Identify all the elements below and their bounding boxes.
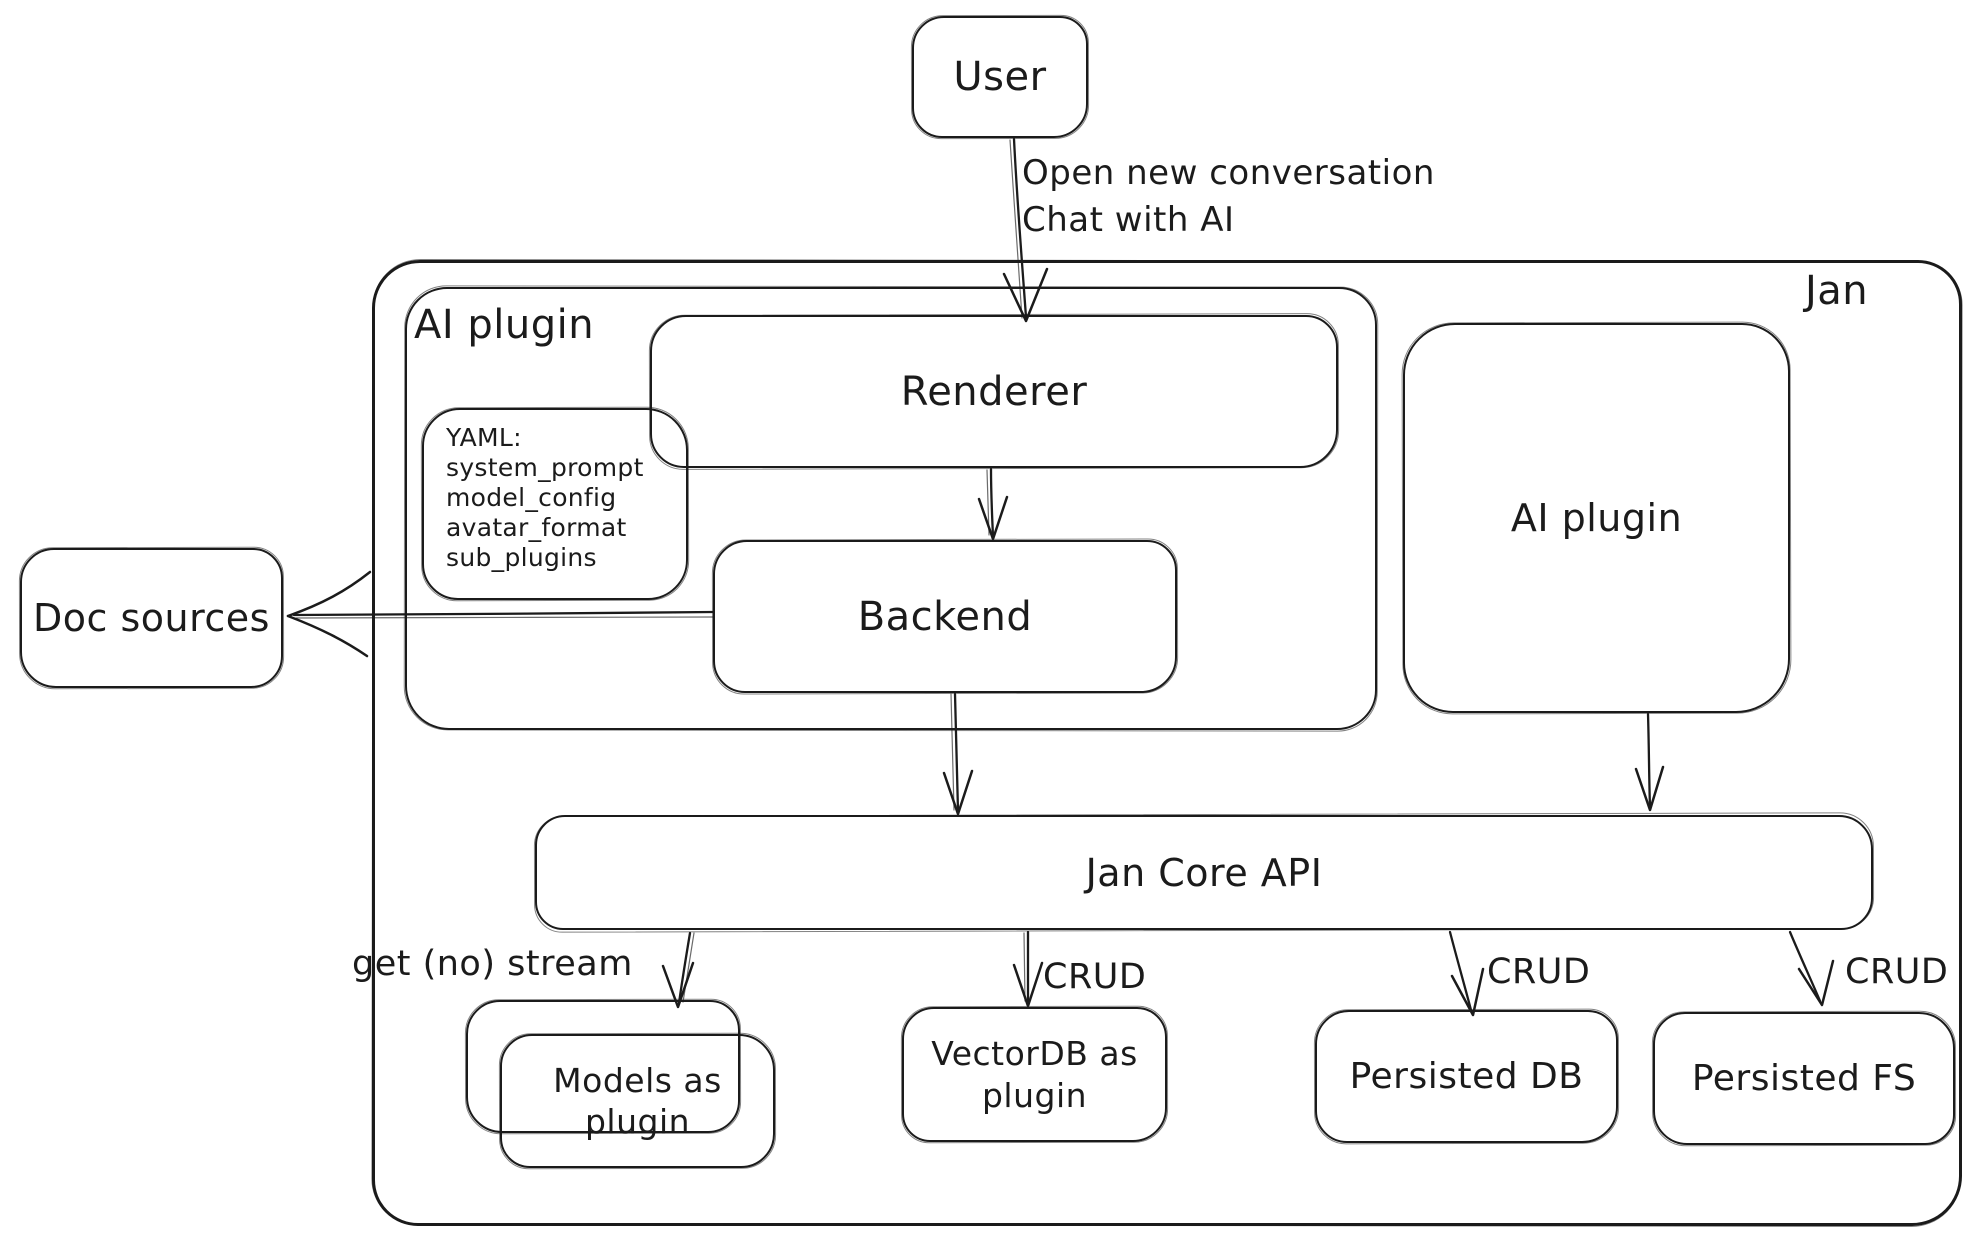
yaml-note-line: system_prompt — [446, 453, 644, 482]
ai-plugin-right-node: AI plugin — [1403, 323, 1790, 713]
user-arrow-label: Open new conversation Chat with AI — [1022, 150, 1435, 244]
jan-container-label: Jan — [1805, 268, 1869, 314]
ai-plugin-container-label: AI plugin — [414, 302, 595, 348]
user-arrow-label-line1: Open new conversation — [1022, 153, 1435, 193]
persisted-db-node: Persisted DB — [1315, 1010, 1618, 1143]
jan-core-api-node-label: Jan Core API — [1085, 850, 1323, 895]
yaml-note-line: YAML: — [446, 423, 522, 452]
user-node: User — [912, 16, 1088, 138]
jan-core-api-node: Jan Core API — [535, 815, 1873, 930]
renderer-node-label: Renderer — [900, 368, 1088, 415]
backend-node-label: Backend — [857, 593, 1033, 640]
yaml-note-line: sub_plugins — [446, 543, 597, 572]
user-arrow-label-line2: Chat with AI — [1022, 200, 1235, 240]
yaml-note-line: model_config — [446, 483, 617, 512]
backend-node: Backend — [713, 540, 1177, 693]
ai-plugin-right-node-label: AI plugin — [1510, 496, 1683, 540]
renderer-node: Renderer — [650, 315, 1338, 468]
crud-label-vectordb: CRUD — [1043, 957, 1147, 997]
yaml-note-node: YAML: system_prompt model_config avatar_… — [422, 408, 688, 600]
get-no-stream-label: get (no) stream — [352, 944, 633, 984]
yaml-note-line: avatar_format — [446, 513, 627, 542]
user-node-label: User — [953, 54, 1047, 100]
vectordb-as-plugin-node: VectorDB as plugin — [902, 1007, 1167, 1142]
crud-label-persisted-fs: CRUD — [1845, 952, 1949, 992]
persisted-fs-node-label: Persisted FS — [1691, 1058, 1917, 1099]
persisted-db-node-label: Persisted DB — [1349, 1056, 1584, 1097]
vectordb-as-plugin-node-label: VectorDB as plugin — [931, 1034, 1138, 1115]
crud-label-persisted-db: CRUD — [1487, 952, 1591, 992]
ai-plugin-container-box — [405, 287, 1377, 730]
models-as-plugin-node: Models as plugin — [500, 1034, 775, 1168]
doc-sources-node: Doc sources — [20, 548, 283, 688]
persisted-fs-node: Persisted FS — [1653, 1012, 1955, 1145]
jan-container-box — [372, 260, 1962, 1226]
models-as-plugin-node-label: Models as plugin — [553, 1060, 722, 1141]
doc-sources-node-label: Doc sources — [33, 596, 270, 640]
